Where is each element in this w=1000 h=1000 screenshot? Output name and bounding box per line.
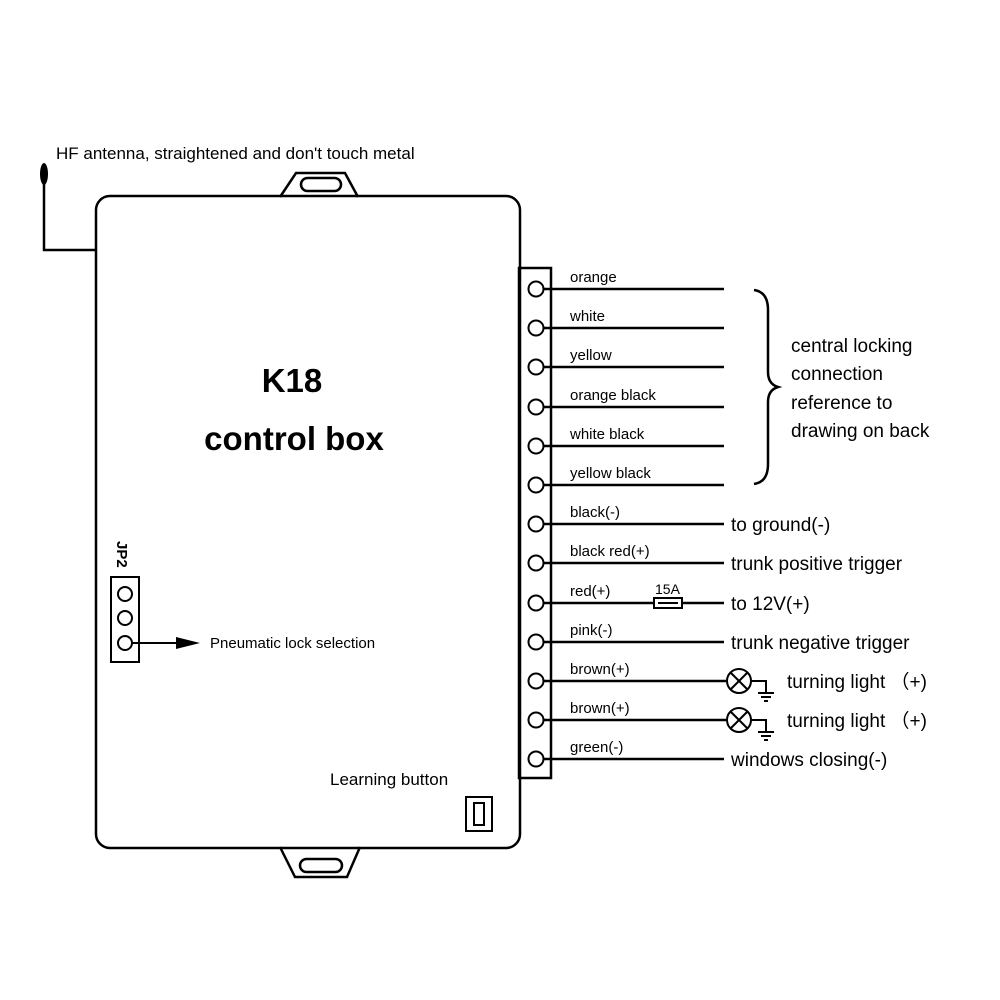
antenna bbox=[40, 163, 96, 252]
wire-list: orange white yellow orange black white black… bbox=[527, 269, 927, 771]
terminal-pin bbox=[527, 554, 545, 572]
wire-label: black red(+) bbox=[570, 543, 650, 560]
ground-icon bbox=[751, 680, 774, 702]
terminal-pin bbox=[527, 711, 545, 729]
wire-row: yellow black bbox=[527, 465, 724, 494]
wire-label: orange bbox=[570, 269, 617, 286]
wire-destination: to ground(-) bbox=[731, 515, 830, 536]
wire-label: yellow black bbox=[570, 465, 651, 482]
wire-row: green(-) windows closing(-) bbox=[527, 739, 887, 771]
terminal-pin bbox=[527, 319, 545, 337]
wire-row: brown(+) turning light （+) bbox=[527, 700, 927, 741]
central-locking-note-line: connection bbox=[791, 364, 883, 385]
ground-icon bbox=[751, 719, 774, 741]
wire-row: orange bbox=[527, 269, 724, 298]
central-locking-note-line: central locking bbox=[791, 336, 912, 357]
wire-label: brown(+) bbox=[570, 661, 630, 678]
wire-row: yellow bbox=[527, 347, 724, 376]
lamp-icon bbox=[726, 707, 752, 733]
wire-destination: trunk negative trigger bbox=[731, 633, 910, 654]
wire-row: red(+) 15A to 12V(+) bbox=[527, 581, 810, 615]
wire-destination: turning light （+) bbox=[787, 671, 927, 693]
box-title-line2: control box bbox=[204, 420, 384, 457]
central-locking-note: central locking connection reference to … bbox=[791, 336, 930, 442]
terminal-pin bbox=[527, 515, 545, 533]
top-mounting-tab bbox=[278, 171, 360, 198]
wire-label: brown(+) bbox=[570, 700, 630, 717]
central-locking-note-line: drawing on back bbox=[791, 421, 930, 442]
learning-button[interactable] bbox=[465, 796, 493, 832]
wire-label: orange black bbox=[570, 387, 656, 404]
wire-row: brown(+) turning light （+) bbox=[527, 661, 927, 702]
fuse-icon bbox=[653, 597, 683, 609]
central-locking-note-line: reference to bbox=[791, 393, 892, 414]
terminal-pin bbox=[527, 476, 545, 494]
wire-label: black(-) bbox=[570, 504, 620, 521]
terminal-pin bbox=[527, 358, 545, 376]
terminal-pin bbox=[527, 594, 545, 612]
wire-row: orange black bbox=[527, 387, 724, 416]
terminal-pin bbox=[527, 398, 545, 416]
wire-label: pink(-) bbox=[570, 622, 613, 639]
jumper-note: Pneumatic lock selection bbox=[210, 635, 375, 652]
jumper-arrow bbox=[132, 637, 200, 649]
wire-row: white black bbox=[527, 426, 724, 455]
central-locking-brace bbox=[753, 288, 783, 486]
terminal-pin bbox=[527, 437, 545, 455]
wire-row: black red(+) trunk positive trigger bbox=[527, 543, 903, 575]
terminal-pin bbox=[527, 672, 545, 690]
antenna-tip-icon bbox=[40, 163, 48, 185]
bottom-mounting-tab bbox=[278, 846, 362, 879]
wire-destination: windows closing(-) bbox=[730, 750, 887, 771]
wire-label: green(-) bbox=[570, 739, 623, 756]
jumper-label: JP2 bbox=[113, 541, 130, 568]
control-box bbox=[94, 194, 522, 850]
wire-label: white black bbox=[569, 426, 645, 443]
wire-label: white bbox=[569, 308, 605, 325]
fuse-label: 15A bbox=[655, 581, 681, 597]
wire-destination: trunk positive trigger bbox=[731, 554, 903, 575]
terminal-pin bbox=[527, 633, 545, 651]
learning-button-label: Learning button bbox=[330, 770, 448, 789]
lamp-icon bbox=[726, 668, 752, 694]
wire-destination: to 12V(+) bbox=[731, 594, 810, 615]
wire-destination: turning light （+) bbox=[787, 710, 927, 732]
box-title-line1: K18 bbox=[262, 362, 323, 399]
jumper-block[interactable] bbox=[110, 576, 140, 663]
wire-row: pink(-) trunk negative trigger bbox=[527, 622, 910, 654]
wire-label: yellow bbox=[570, 347, 612, 364]
terminal-pin bbox=[527, 280, 545, 298]
wire-row: white bbox=[527, 308, 724, 337]
wire-label: red(+) bbox=[570, 583, 610, 600]
wire-row: black(-) to ground(-) bbox=[527, 504, 830, 536]
antenna-note: HF antenna, straightened and don't touch… bbox=[56, 144, 415, 163]
terminal-pin bbox=[527, 750, 545, 768]
